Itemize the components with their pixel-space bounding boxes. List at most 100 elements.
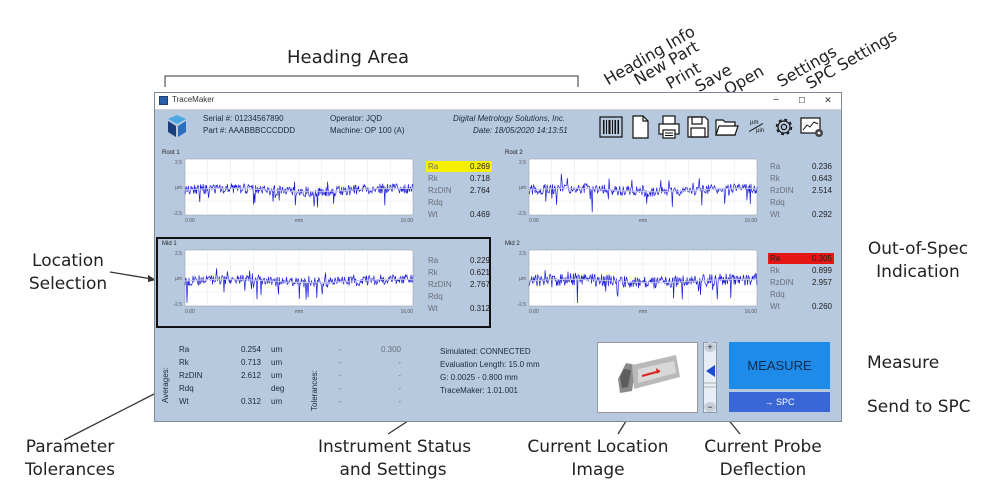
param-value (460, 197, 492, 208)
param-name: Rdq (770, 290, 785, 299)
tolerance-low[interactable]: - (339, 384, 342, 393)
param-value: 2.764 (469, 186, 490, 195)
tolerance-low[interactable]: - (339, 397, 342, 406)
measurement-date: Date: 18/05/2020 14:13:51 (473, 126, 568, 135)
company-name: Digital Metrology Solutions, Inc. (453, 114, 566, 123)
x-tick-max: 16.00 (744, 309, 757, 315)
app-icon (159, 96, 168, 105)
heading-area-bracket (164, 75, 579, 87)
tolerance-row[interactable]: -- (335, 358, 415, 371)
maximize-button[interactable]: ☐ (798, 96, 806, 105)
tolerance-row[interactable]: - 0.300 (335, 345, 415, 358)
param-value: 0.899 (811, 266, 832, 275)
send-to-spc-button[interactable]: → SPC (729, 392, 830, 412)
param-name: RzDIN (770, 278, 794, 287)
param-row-rdq: Rdq (768, 197, 832, 209)
current-probe-deflection-label: Current Probe Deflection (688, 436, 838, 482)
out-of-spec-line1: Out-of-Spec (867, 239, 969, 259)
tolerance-high[interactable]: - (398, 358, 401, 367)
current-location-image (597, 342, 698, 413)
tolerance-low[interactable]: - (339, 345, 342, 354)
status-evaluation-length: Evaluation Length: 15.0 mm (440, 360, 540, 369)
x-tick-max: 16.00 (400, 309, 413, 315)
probe-deflection-gauge: + − (703, 342, 717, 413)
averages-label: Averages: (161, 367, 170, 403)
param-name: Ra (770, 162, 781, 171)
profile-trace (528, 270, 758, 304)
open-folder-icon[interactable] (715, 115, 739, 139)
param-value (802, 197, 834, 208)
mean-line (184, 187, 414, 193)
y-unit-label: µm (519, 185, 526, 191)
param-name: Wt (770, 210, 780, 219)
tolerances-table[interactable]: -0.300-------- (335, 345, 415, 410)
close-button[interactable]: ✕ (824, 95, 832, 105)
tracemaker-window: TraceMaker – ☐ ✕ Serial #: 01234567890 P… (154, 92, 842, 422)
tolerance-low[interactable]: - (339, 371, 342, 380)
measure-button[interactable]: MEASURE (729, 342, 830, 389)
average-value: 0.312 (240, 397, 261, 406)
y-tick-min: -2.5 (517, 211, 526, 217)
barcode-icon[interactable] (599, 115, 623, 139)
instrument-status-line1: Instrument Status (318, 437, 472, 457)
location-selection-box (156, 237, 491, 328)
parameter-tolerances-line2: Tolerances (25, 460, 115, 480)
param-value: 0.229 (469, 256, 490, 265)
print-icon[interactable] (657, 115, 681, 139)
spc-settings-icon[interactable] (800, 115, 824, 139)
param-name: Wt (770, 302, 780, 311)
part-number: Part #: AAABBBCCCDDD (203, 126, 296, 135)
new-document-icon[interactable] (628, 115, 652, 139)
param-name: Rk (770, 174, 780, 183)
gear-icon[interactable] (772, 115, 796, 139)
param-name: Rdq (428, 198, 443, 207)
param-value: 0.718 (469, 174, 490, 183)
save-icon[interactable] (686, 115, 710, 139)
tolerance-high[interactable]: 0.300 (380, 345, 401, 354)
average-value: 2.612 (240, 371, 261, 380)
param-value: 0.312 (469, 304, 490, 313)
x-unit-label: mm (639, 309, 647, 315)
tolerance-high[interactable]: - (398, 397, 401, 406)
y-tick-max: 2.5 (519, 251, 526, 257)
profile-trace (528, 173, 758, 213)
tolerances-label: Tolerances: (310, 370, 319, 411)
param-value: 0.236 (811, 162, 832, 171)
title-bar: TraceMaker – ☐ ✕ (155, 93, 841, 110)
tolerance-high[interactable]: - (398, 371, 401, 380)
tolerance-row[interactable]: -- (335, 384, 415, 397)
param-name: Wt (428, 210, 438, 219)
tolerance-high[interactable]: - (398, 384, 401, 393)
tolerance-row[interactable]: -- (335, 371, 415, 384)
tolerance-low[interactable]: - (339, 358, 342, 367)
units-icon[interactable]: µm µin (744, 115, 768, 139)
minimize-button[interactable]: – (773, 94, 779, 105)
param-value (802, 289, 834, 300)
units-icon-um: µm (750, 120, 759, 126)
average-name: Rk (179, 358, 189, 367)
machine: Machine: OP 100 (A) (330, 126, 405, 135)
x-tick-max: 16.00 (744, 218, 757, 224)
tolerance-row[interactable]: -- (335, 397, 415, 410)
dms-logo-icon (168, 115, 186, 137)
out-of-spec-label: Out-of-Spec Indication (858, 238, 978, 284)
